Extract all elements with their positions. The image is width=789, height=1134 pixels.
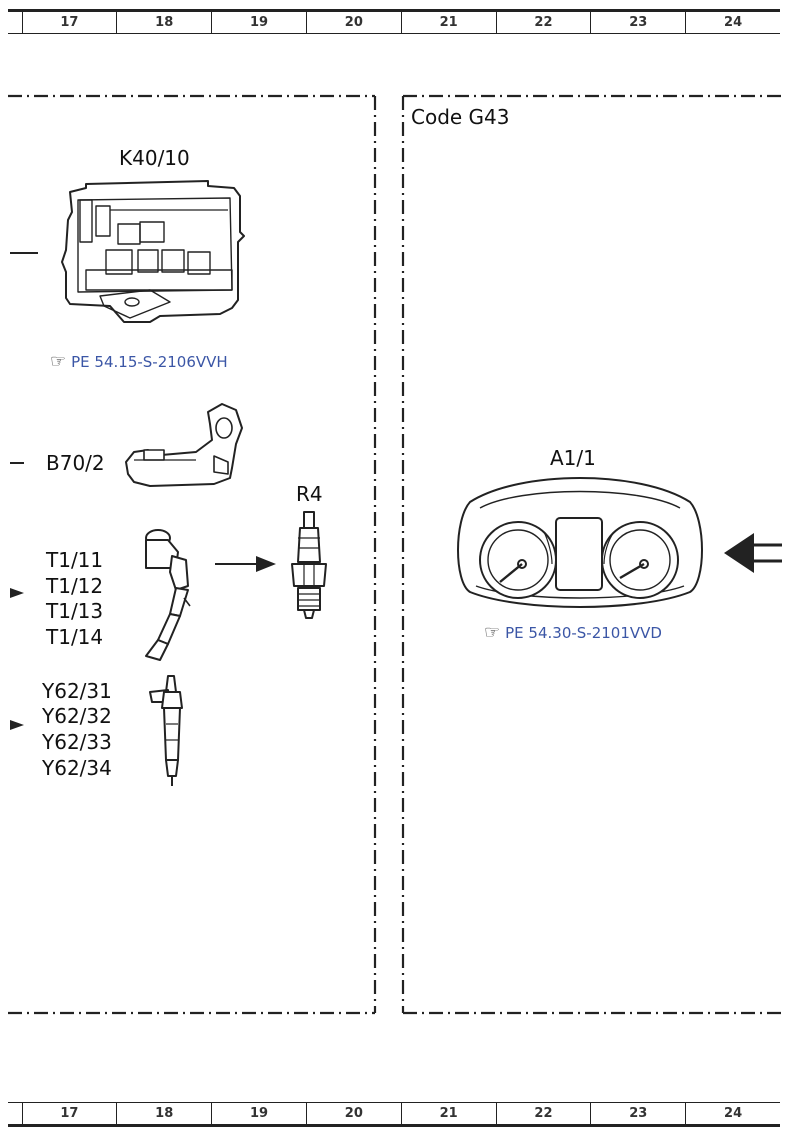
code-label: Code G43 (411, 105, 510, 129)
t1-12-label: T1/12 (46, 574, 104, 598)
t1-14-label: T1/14 (46, 625, 104, 649)
fuse-relay-module-icon (61, 180, 245, 323)
arrow-right-icon (10, 720, 24, 730)
arrow-right-icon (10, 588, 24, 598)
ruler-stub (8, 1103, 23, 1124)
ruler-col-18: 18 (117, 12, 213, 33)
crankshaft-sensor-icon (125, 403, 243, 487)
ruler-col-24: 24 (724, 15, 743, 30)
ruler-col-17: 17 (23, 1103, 118, 1124)
ruler-col-19: 19 (212, 12, 307, 33)
ruler-col-22: 22 (497, 12, 592, 33)
ruler-col-21: 21 (402, 12, 497, 33)
ruler-stub (8, 12, 23, 33)
fuel-injector-icon (149, 675, 183, 786)
pointing-hand-icon: ☞ (484, 622, 501, 643)
ignition-coil-icon (145, 529, 191, 661)
y62-32-label: Y62/32 (42, 704, 112, 728)
a1-1-label: A1/1 (550, 446, 596, 470)
t1-13-label: T1/13 (46, 599, 104, 623)
ruler-col-19: 19 (212, 1103, 307, 1124)
k40-10-reference-link[interactable]: ☞ PE 54.15-S-2106VVH (50, 351, 228, 372)
ruler-col-23: 23 (591, 1103, 687, 1124)
ruler-col-17: 17 (23, 12, 118, 33)
reference-text[interactable]: PE 54.15-S-2106VVH (71, 352, 228, 371)
ruler-col-23: 23 (591, 12, 687, 33)
ruler-col-20: 20 (307, 1103, 402, 1124)
y62-33-label: Y62/33 (42, 730, 112, 754)
pointing-hand-icon: ☞ (50, 351, 67, 372)
ruler-col-18: 18 (117, 1103, 213, 1124)
column-ruler-bottom: 17 18 19 20 21 22 23 24 (8, 1102, 780, 1127)
ruler-col-21: 21 (402, 1103, 497, 1124)
y62-31-label: Y62/31 (42, 679, 112, 703)
column-ruler-top: 17 18 19 20 21 22 23 24 (8, 9, 780, 34)
arrow-left-icon (724, 533, 754, 573)
reference-text[interactable]: PE 54.30-S-2101VVD (505, 623, 662, 642)
ruler-col-24: 24 (724, 1106, 743, 1121)
t1-11-label: T1/11 (46, 548, 104, 572)
right-panel-frame (401, 94, 781, 1015)
left-panel-frame (8, 94, 377, 1015)
y62-34-label: Y62/34 (42, 756, 112, 780)
a1-1-reference-link[interactable]: ☞ PE 54.30-S-2101VVD (484, 622, 662, 643)
ruler-col-22: 22 (497, 1103, 592, 1124)
k40-10-label: K40/10 (119, 146, 190, 170)
instrument-cluster-icon (457, 477, 703, 608)
ruler-col-20: 20 (307, 12, 402, 33)
b70-2-label: B70/2 (46, 451, 105, 475)
arrow-right-icon (256, 556, 276, 572)
r4-label: R4 (296, 482, 323, 506)
spark-plug-icon (291, 511, 327, 619)
